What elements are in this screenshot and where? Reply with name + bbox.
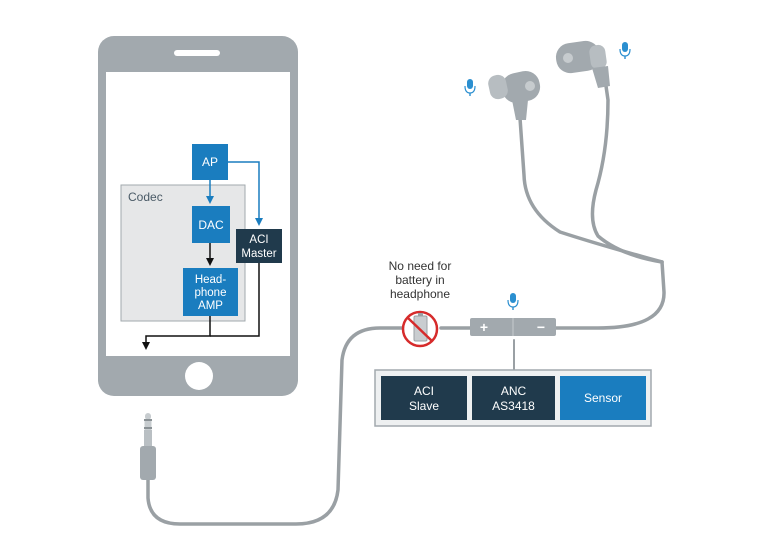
inline-remote bbox=[470, 318, 556, 336]
codec-label: Codec bbox=[128, 190, 163, 204]
right-earbud-icon bbox=[555, 40, 610, 88]
left-earbud-icon bbox=[488, 70, 541, 120]
dac-block bbox=[192, 206, 230, 243]
aci-master-line2: Master bbox=[241, 248, 276, 260]
ap-to-aci-master-arrow bbox=[228, 161, 263, 226]
amp-line2: phone bbox=[195, 287, 227, 299]
right-earbud-microphone-icon bbox=[619, 42, 631, 59]
home-button-icon bbox=[185, 362, 213, 390]
headphone-amp-block bbox=[183, 268, 238, 316]
module-strip bbox=[374, 369, 652, 427]
audio-jack-plug-icon bbox=[140, 413, 156, 480]
amp-line3: AMP bbox=[198, 300, 223, 312]
sensor-label: Sensor bbox=[584, 391, 622, 405]
remote-minus-button[interactable]: − bbox=[537, 319, 545, 335]
remote-microphone-icon bbox=[507, 293, 519, 310]
battery-crossed-icon bbox=[401, 310, 439, 348]
headphone-cable bbox=[146, 70, 666, 526]
remote-plus-button[interactable]: + bbox=[480, 319, 488, 335]
aci-slave-line2: Slave bbox=[409, 399, 439, 413]
aci-master-line1: ACI bbox=[249, 234, 268, 246]
battery-note-line1: No need for bbox=[389, 259, 452, 273]
aci-slave-block bbox=[381, 376, 467, 420]
ap-label: AP bbox=[202, 155, 218, 169]
battery-note-line2: battery in bbox=[395, 273, 444, 287]
ap-block bbox=[192, 144, 228, 180]
anc-block bbox=[472, 376, 555, 420]
aci-master-output-line bbox=[210, 263, 260, 337]
signal-lines bbox=[142, 161, 263, 350]
left-earbud-microphone-icon bbox=[464, 79, 476, 96]
speaker-slot bbox=[174, 50, 220, 56]
amp-output-arrow bbox=[142, 316, 211, 350]
aci-master-block bbox=[236, 229, 282, 263]
anc-line1: ANC bbox=[501, 384, 527, 398]
amp-line1: Head- bbox=[195, 274, 226, 286]
dac-label: DAC bbox=[198, 218, 224, 232]
sensor-block bbox=[560, 376, 646, 420]
aci-slave-line1: ACI bbox=[414, 384, 434, 398]
anc-line2: AS3418 bbox=[492, 399, 535, 413]
battery-note-line3: headphone bbox=[390, 287, 450, 301]
